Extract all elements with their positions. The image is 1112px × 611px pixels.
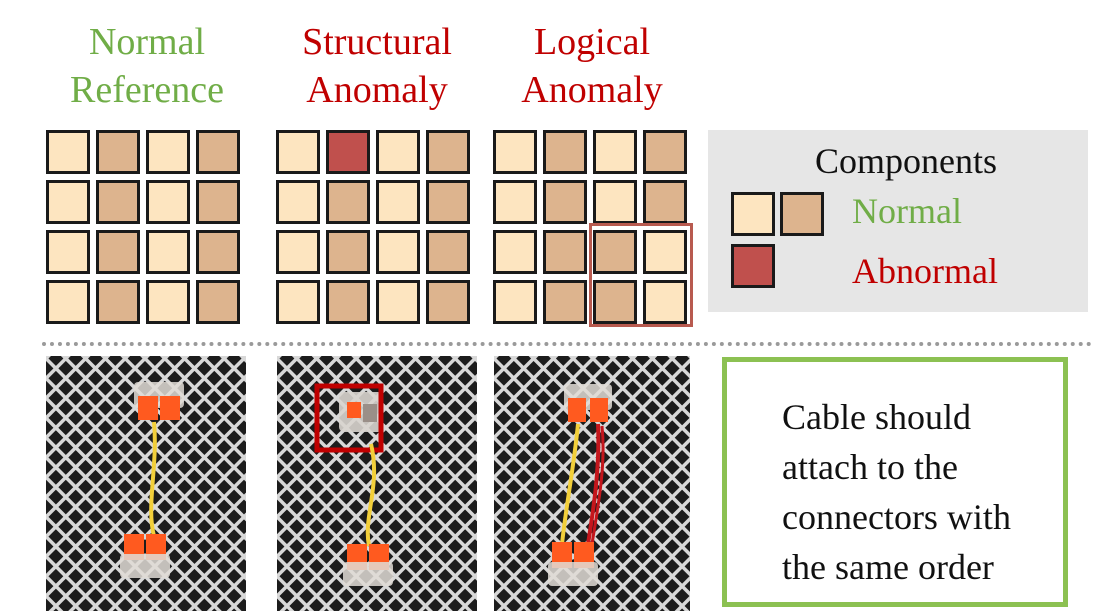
title-logical-anomaly: Logical Anomaly: [487, 18, 697, 114]
title-line: Logical: [533, 21, 651, 63]
photo-normal-reference: [46, 356, 246, 611]
photo-logical-anomaly: [494, 356, 690, 611]
component-cell-light: [493, 280, 537, 324]
component-cell-tan: [543, 130, 587, 174]
component-cell-tan: [96, 280, 140, 324]
component-cell-light: [46, 280, 90, 324]
logical-rule-text: Cable should attach to the connectors wi…: [782, 392, 1011, 592]
component-cell-tan: [96, 130, 140, 174]
title-structural-anomaly: Structural Anomaly: [272, 18, 482, 114]
legend-normal-label: Normal: [852, 191, 962, 231]
rule-line: connectors with: [782, 497, 1011, 537]
component-cell-tan: [326, 280, 370, 324]
component-cell-abnormal: [326, 130, 370, 174]
logical-component-grid: [493, 130, 687, 324]
title-line: Anomaly: [521, 69, 663, 111]
logical-rule-box: Cable should attach to the connectors wi…: [722, 357, 1068, 607]
component-cell-light: [643, 280, 687, 324]
component-cell-tan: [196, 130, 240, 174]
component-cell-tan: [326, 180, 370, 224]
component-cell-light: [46, 130, 90, 174]
title-line: Structural: [302, 21, 452, 63]
component-cell-tan: [643, 180, 687, 224]
component-cell-tan: [593, 230, 637, 274]
component-cell-light: [643, 230, 687, 274]
component-cell-light: [593, 130, 637, 174]
component-cell-light: [276, 280, 320, 324]
component-cell-light: [146, 280, 190, 324]
component-cell-tan: [543, 180, 587, 224]
component-cell-tan: [96, 230, 140, 274]
component-cell-light: [146, 130, 190, 174]
legend-abnormal-label: Abnormal: [852, 251, 998, 291]
component-cell-tan: [426, 130, 470, 174]
component-cell-light: [276, 230, 320, 274]
component-cell-tan: [426, 230, 470, 274]
title-normal-reference: Normal Reference: [42, 18, 252, 114]
component-cell-tan: [593, 280, 637, 324]
component-cell-light: [493, 230, 537, 274]
legend-swatch-abnormal: [731, 244, 775, 288]
rule-line: the same order: [782, 547, 994, 587]
component-cell-light: [376, 280, 420, 324]
logical-anomaly-highlight: [589, 223, 693, 327]
legend-title: Components: [814, 141, 997, 181]
component-cell-light: [376, 230, 420, 274]
component-cell-light: [376, 130, 420, 174]
component-cell-tan: [196, 230, 240, 274]
section-divider: [42, 342, 1092, 346]
title-line: Reference: [70, 69, 224, 111]
component-cell-tan: [543, 280, 587, 324]
rule-line: Cable should: [782, 397, 971, 437]
component-cell-tan: [426, 280, 470, 324]
component-cell-tan: [326, 230, 370, 274]
legend-swatch-light: [731, 192, 775, 236]
title-line: Anomaly: [306, 69, 448, 111]
component-cell-light: [276, 130, 320, 174]
normal-component-grid: [46, 130, 240, 324]
photo-structural-anomaly: [277, 356, 477, 611]
component-cell-tan: [643, 130, 687, 174]
legend-swatch-tan: [780, 192, 824, 236]
component-cell-light: [376, 180, 420, 224]
component-cell-light: [276, 180, 320, 224]
component-cell-light: [46, 230, 90, 274]
component-cell-light: [593, 180, 637, 224]
legend-panel: Components Normal Abnormal: [708, 130, 1088, 312]
component-cell-light: [146, 230, 190, 274]
component-cell-tan: [426, 180, 470, 224]
rule-line: attach to the: [782, 447, 958, 487]
component-cell-light: [146, 180, 190, 224]
component-cell-tan: [96, 180, 140, 224]
component-cell-light: [46, 180, 90, 224]
title-line: Normal: [88, 21, 206, 63]
component-cell-light: [493, 130, 537, 174]
component-cell-tan: [543, 230, 587, 274]
structural-component-grid: [276, 130, 470, 324]
component-cell-light: [493, 180, 537, 224]
component-cell-tan: [196, 280, 240, 324]
component-cell-tan: [196, 180, 240, 224]
